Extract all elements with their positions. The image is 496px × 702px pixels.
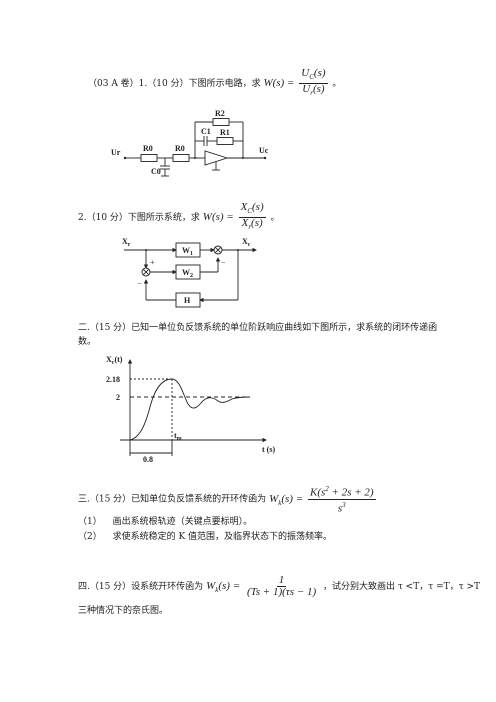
q1-fraction: UC(s) Ur(s): [299, 67, 328, 99]
resistor-r0-a: [140, 154, 158, 162]
q4-lhs: Wk(s) =: [269, 492, 304, 507]
q2-num: X: [240, 201, 248, 213]
label-r2: R2: [215, 109, 225, 118]
q2-num-sub: C: [247, 207, 253, 216]
q1-line: （03 A 卷）1.（10 分）下图所示电路，求 W(s) = UC(s) Ur…: [88, 68, 341, 99]
label-plus: +: [150, 258, 155, 267]
q5-suffix: ，试分别大致画出 τ <T，τ =T，τ >T: [322, 582, 480, 592]
response-curve: [129, 378, 251, 441]
q4-den: s3: [337, 500, 346, 515]
q5-lhs: Wk(s) =: [206, 580, 241, 595]
q2-suffix: 。: [270, 213, 280, 224]
label-minus-left: −: [137, 279, 142, 288]
q2-den-tail: (s): [251, 217, 263, 230]
resistor-r2: [212, 118, 230, 126]
resistor-r1: [216, 137, 234, 145]
label-r0-a: R0: [143, 144, 153, 153]
q5-den: (Ts + 1)(τs − 1): [247, 586, 317, 598]
q1-num-sub: C: [309, 73, 314, 82]
op-amp: [204, 150, 229, 166]
q4-item-2-text: 求使系统稳定的 K 值范围，及临界状态下的振荡频率。: [112, 532, 333, 542]
q1-formula-lhs: W(s) =: [263, 77, 295, 90]
graph-ylabel: Xc(t): [106, 355, 123, 366]
label-r0-b: R0: [175, 144, 185, 153]
q3-line1: 二.（15 分）已知一单位负反馈系统的单位阶跃响应曲线如下图所示，求系统的闭环传…: [78, 323, 438, 333]
q3-line2: 数。: [78, 337, 97, 347]
graph-interval-label: 0.8: [143, 455, 153, 464]
q2-prefix: 2.（10 分）下图所示系统，求: [78, 213, 200, 224]
q3-step-response-graph: Xc(t) 2.18 2 tm t (s) 0.8: [106, 355, 275, 464]
label-xr: Xr: [122, 237, 131, 248]
label-c0: C0: [151, 167, 161, 176]
q4-item-1: （1） 画出系统根轨迹（关键点要标明）。: [78, 516, 252, 528]
q2-formula-lhs: W(s) =: [202, 211, 234, 224]
q2-den: X: [241, 217, 249, 230]
q1-den-sub: r: [310, 89, 313, 98]
q4-prefix: 三.（15 分）已知单位负反馈系统的开环传函为: [78, 494, 267, 505]
q1-den: U: [302, 83, 311, 96]
label-ur: Ur: [111, 148, 121, 157]
q5-line: 四.（15 分）设系统开环传函为 Wk(s) = 1 (Ts + 1)(τs −…: [78, 575, 480, 598]
graph-tm-label: tm: [174, 431, 182, 442]
q2-fraction: XC(s) Xr(s): [238, 201, 266, 233]
label-h: H: [184, 296, 191, 305]
label-minus-right: −: [221, 258, 226, 267]
q4-item-2-no: （2）: [78, 532, 102, 542]
q4-item-1-no: （1）: [78, 517, 102, 527]
q1-circuit-diagram: R2 C1 R1 Ur R0 R0 Uc C0: [111, 109, 269, 177]
graph-x-axis-label: t (s): [262, 445, 275, 454]
q5-fraction: 1 (Ts + 1)(τs − 1): [245, 575, 318, 598]
q1-num: U: [301, 67, 310, 79]
q1-suffix: 。: [332, 79, 342, 90]
q5-num: 1: [276, 574, 287, 587]
label-r1: R1: [220, 128, 230, 137]
q4-item-1-text: 画出系统根轨迹（关键点要标明）。: [112, 517, 253, 527]
q1-num-tail: (s): [313, 67, 326, 79]
q1-den-tail: (s): [312, 83, 325, 96]
q2-block-diagram: Xr Xc W1 W2 H + − −: [122, 237, 257, 308]
resistor-r0-b: [172, 154, 190, 162]
label-uc: Uc: [259, 146, 269, 155]
label-w2: W2: [182, 268, 193, 279]
graph-peak-label: 2.18: [106, 375, 120, 384]
q2-line: 2.（10 分）下图所示系统，求 W(s) = XC(s) Xr(s) 。: [78, 202, 280, 233]
q4-num: K(s2 + 2s + 2): [308, 485, 376, 500]
q2-den-sub: r: [248, 223, 252, 232]
label-c1: C1: [201, 127, 211, 136]
q1-prefix: （03 A 卷）1.（10 分）下图所示电路，求: [88, 79, 261, 90]
graph-steady-label: 2: [116, 393, 120, 402]
q4-line: 三.（15 分）已知单位负反馈系统的开环传函为 Wk(s) = K(s2 + 2…: [78, 484, 378, 514]
label-xc: Xc: [242, 237, 251, 248]
label-w1: W1: [182, 246, 193, 257]
q5-prefix: 四.（15 分）设系统开环传函为: [78, 582, 204, 592]
q4-fraction: K(s2 + 2s + 2) s3: [308, 484, 376, 514]
q4-item-2: （2） 求使系统稳定的 K 值范围，及临界状态下的振荡频率。: [78, 531, 332, 543]
q5-line2: 三种情况下的奈氏图。: [78, 606, 169, 616]
q2-num-tail: (s): [252, 201, 264, 213]
